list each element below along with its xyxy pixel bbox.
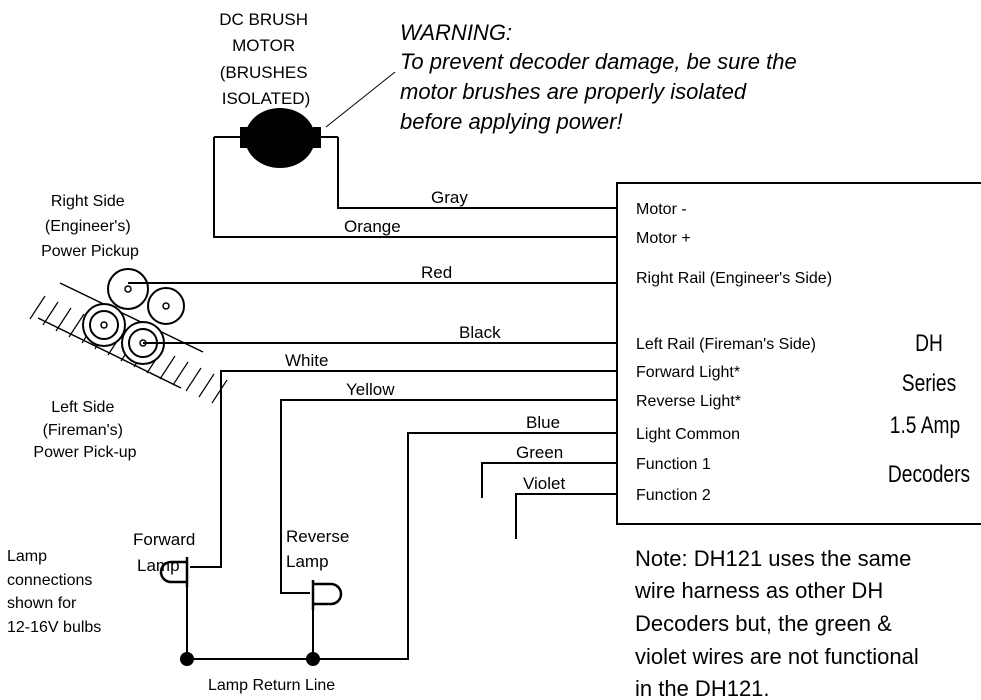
wire-label-green: Green — [516, 443, 563, 462]
wire-label-red: Red — [421, 263, 452, 282]
pin-function-2: Function 2 — [636, 487, 711, 504]
motor-wires — [213, 137, 617, 238]
decoder-box — [616, 182, 981, 525]
left-pickup-label: Left Side (Fireman's) Power Pick-up — [33, 399, 136, 461]
reverse-lamp — [311, 580, 343, 659]
pin-right-rail: Right Rail (Engineer's Side) — [636, 270, 832, 287]
motor-label: DC BRUSH MOTOR (BRUSHES ISOLATED) — [219, 10, 313, 108]
pin-light-common: Light Common — [636, 426, 740, 443]
pin-motor-minus: Motor - — [636, 201, 687, 218]
pin-left-rail: Left Rail (Fireman's Side) — [636, 336, 816, 353]
pin-forward-light: Forward Light* — [636, 364, 740, 381]
pin-function-1: Function 1 — [636, 456, 711, 473]
decoder-title-line-1: DH — [915, 329, 943, 357]
wire-label-white: White — [285, 351, 328, 370]
reverse-lamp-label: Reverse Lamp — [286, 527, 354, 571]
warning-text: WARNING: To prevent decoder damage, be s… — [400, 20, 803, 134]
wire-label-black: Black — [459, 323, 501, 342]
pin-reverse-light: Reverse Light* — [636, 393, 741, 410]
pin-motor-plus: Motor + — [636, 230, 691, 247]
wire-label-blue: Blue — [526, 413, 560, 432]
wire-label-orange: Orange — [344, 217, 401, 236]
note-text: Note: DH121 uses the same wire harness a… — [634, 546, 925, 700]
forward-lamp-label: Forward Lamp — [133, 530, 200, 575]
warning-leader-line — [325, 71, 396, 128]
wire-label-yellow: Yellow — [346, 380, 395, 399]
motor — [214, 108, 338, 168]
light-function-wires — [190, 370, 617, 660]
lamp-connections-label: Lamp connections shown for 12-16V bulbs — [7, 548, 101, 636]
right-pickup-label: Right Side (Engineer's) Power Pickup — [41, 193, 139, 260]
wire-label-violet: Violet — [523, 474, 565, 493]
junction-dot-reverse — [306, 652, 320, 666]
junction-dot-forward — [180, 652, 194, 666]
lamp-return-label: Lamp Return Line — [208, 677, 335, 694]
wire-label-gray: Gray — [431, 188, 468, 207]
forward-lamp — [159, 557, 189, 659]
decoder-title-line-2: Series — [902, 369, 957, 397]
track-pickup — [29, 268, 228, 404]
decoder-title-line-4: Decoders — [888, 460, 970, 488]
rail-wires — [128, 282, 617, 344]
decoder-title-line-3: 1.5 Amp — [890, 411, 960, 439]
